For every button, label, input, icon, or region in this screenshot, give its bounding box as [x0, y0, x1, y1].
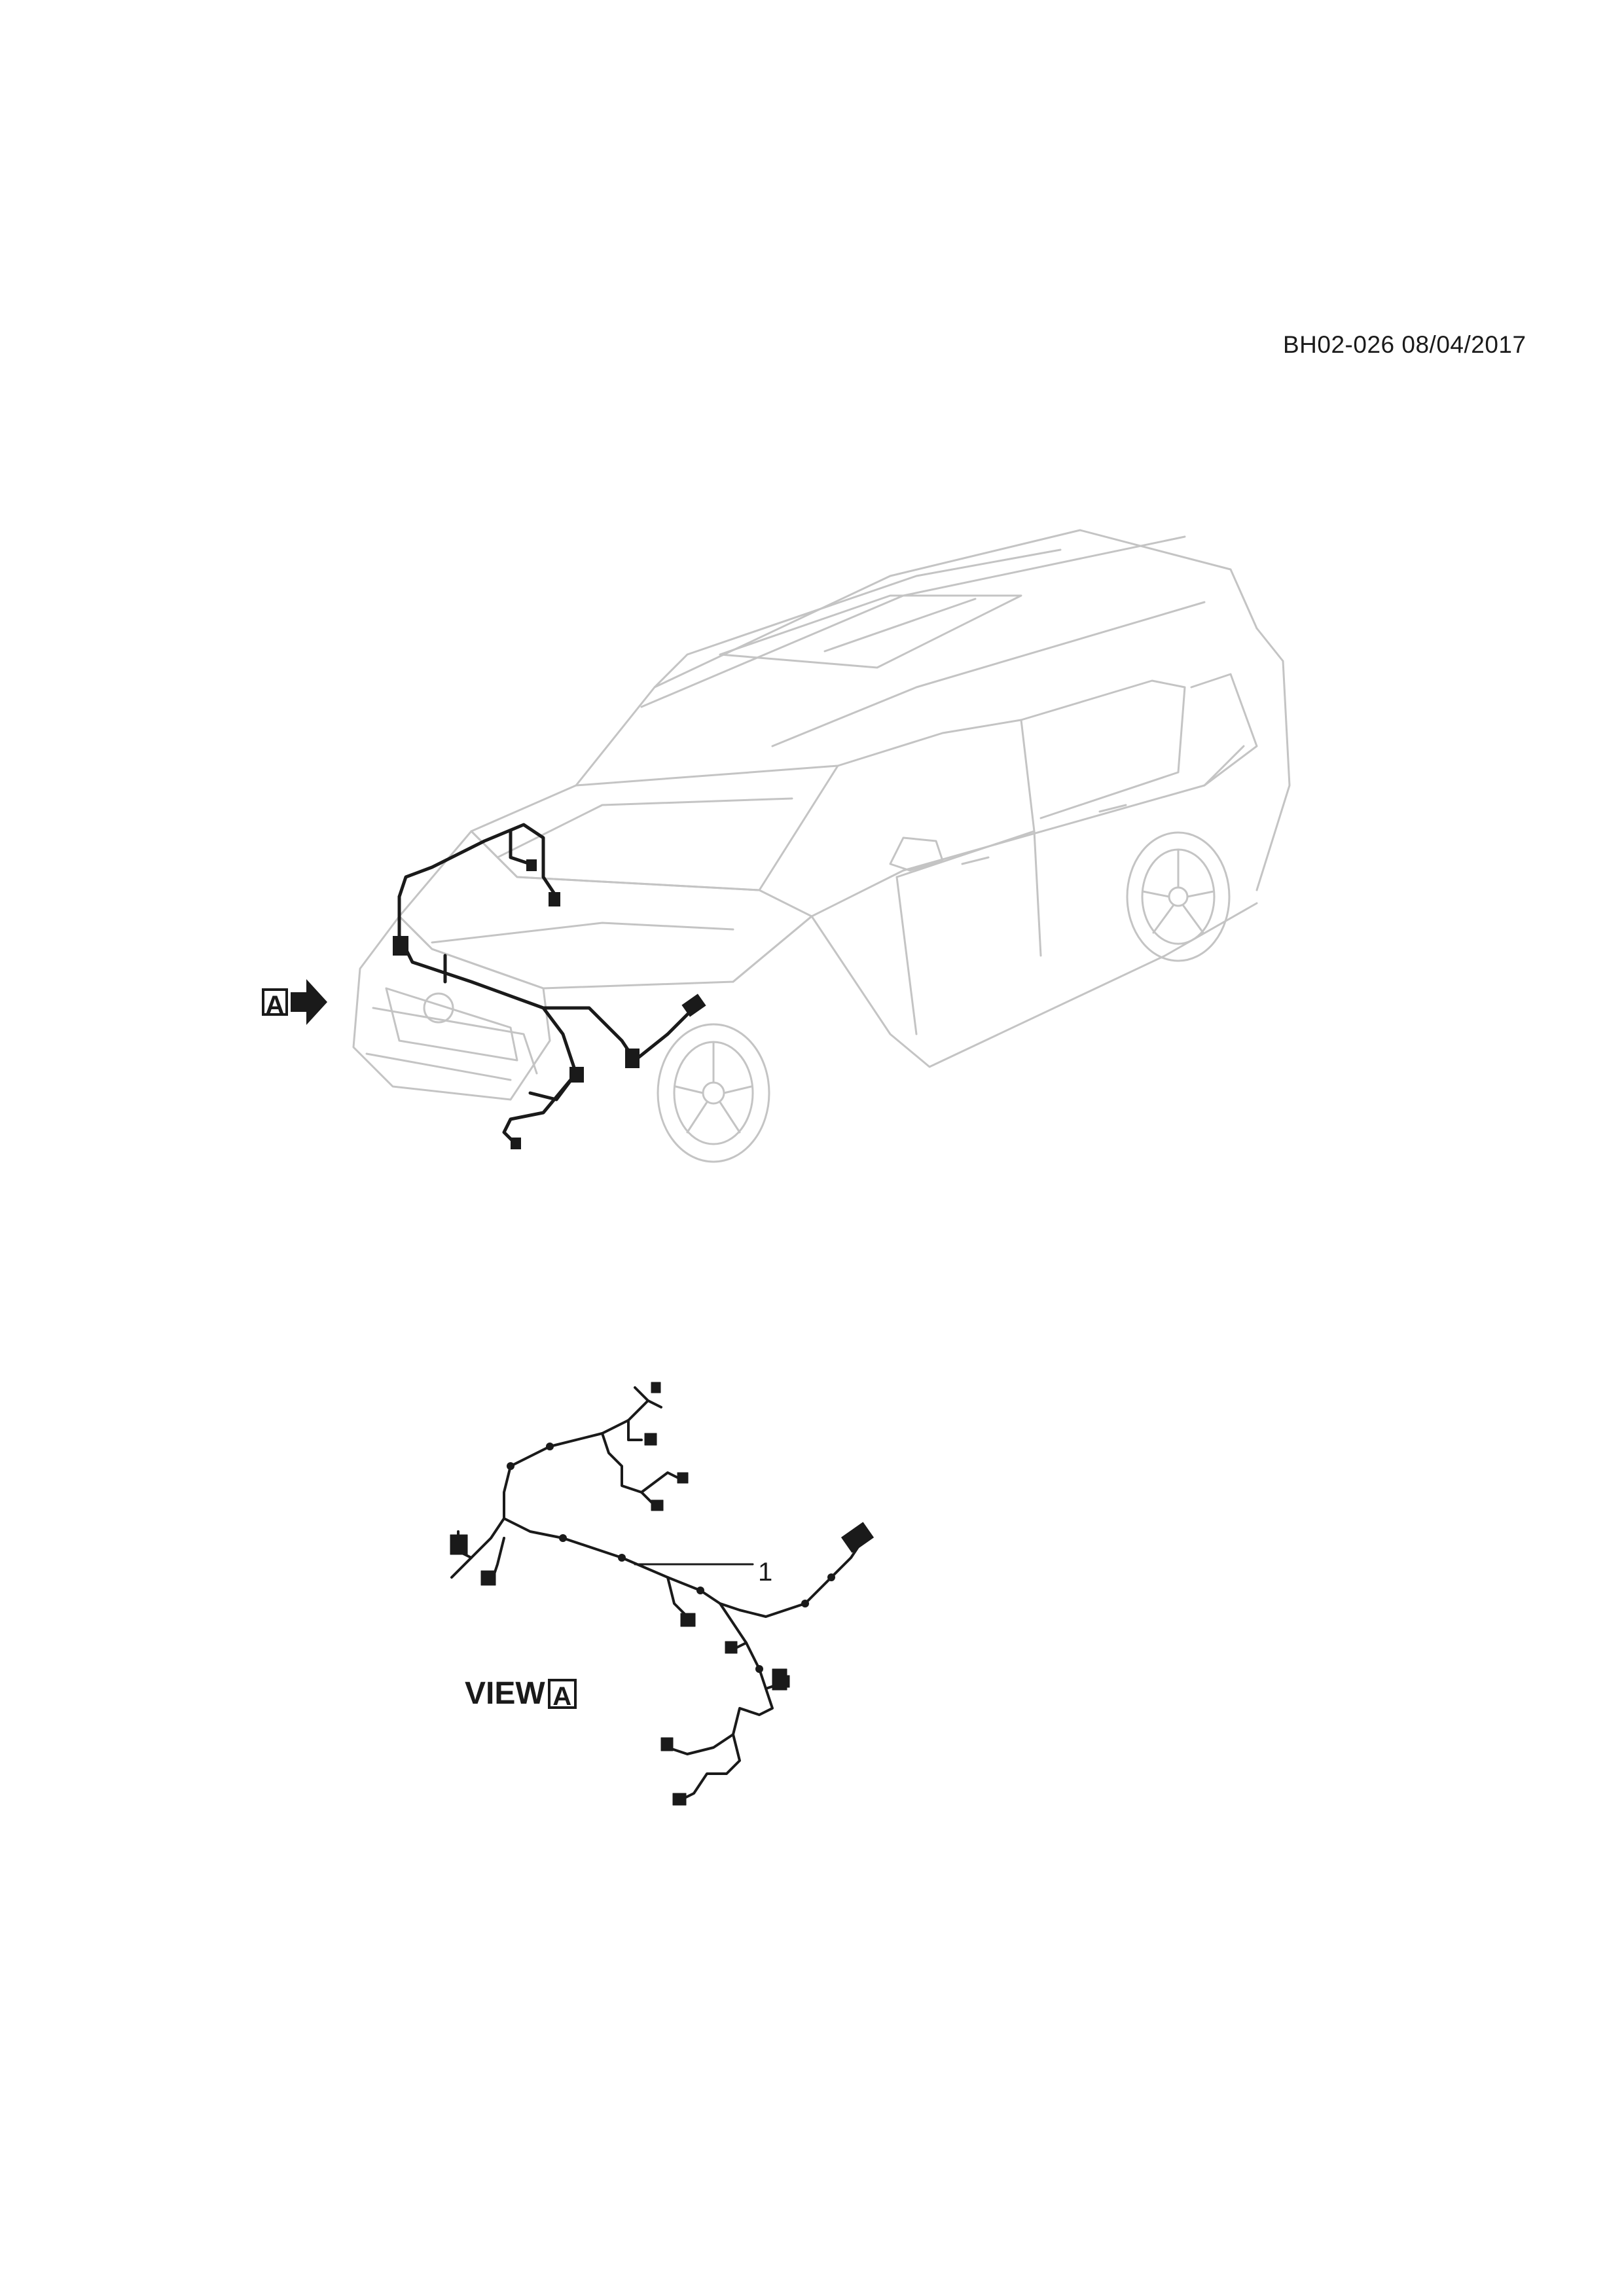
front-wheel: [657, 1023, 770, 1163]
vehicle-overview-illustration: [352, 529, 1291, 1163]
harness-detail-illustration: [450, 1382, 874, 1806]
harness-clips: [507, 1443, 835, 1673]
view-label-text: VIEW: [465, 1676, 545, 1711]
wiring-harness: [450, 1386, 865, 1801]
view-a-label: VIEW A: [465, 1676, 577, 1712]
view-label-letter: A: [547, 1678, 577, 1710]
installed-harness-connectors: [393, 859, 706, 1149]
rear-wheel: [1126, 831, 1231, 962]
callout-number-1: 1: [758, 1558, 773, 1587]
vehicle-body-outline: [352, 529, 1291, 1101]
document-code: BH02-026 08/04/2017: [1283, 331, 1526, 358]
view-a-arrow-marker: A: [262, 977, 329, 1028]
harness-connectors: [450, 1382, 874, 1806]
view-reference-letter: A: [262, 988, 288, 1018]
right-arrow-icon: [291, 979, 327, 1025]
